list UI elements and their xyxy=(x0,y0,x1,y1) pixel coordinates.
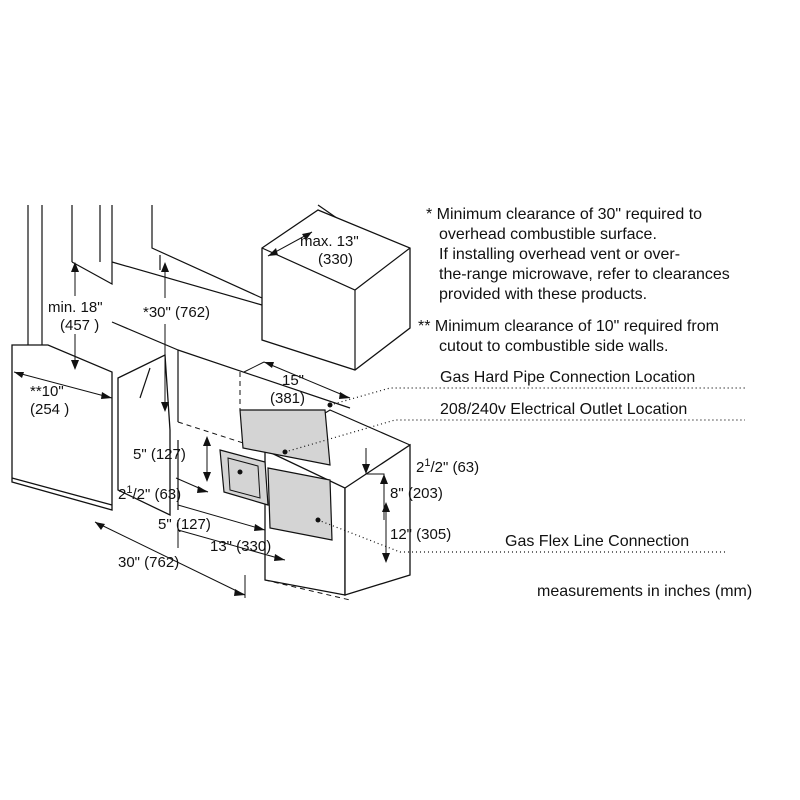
note2-line1: ** Minimum clearance of 10" required fro… xyxy=(418,318,719,335)
dim-max-13: max. 13" xyxy=(300,233,359,250)
dim-d12: 12" (305) xyxy=(390,526,451,543)
dimension-labels: max. 13" (330) min. 18" (457 ) *30" (762… xyxy=(30,233,479,571)
gas-hard-pipe-area xyxy=(239,409,331,466)
dim-half-right: 21/2" (63) xyxy=(416,457,479,476)
dim-max-13-mm: (330) xyxy=(318,251,353,268)
back-wall xyxy=(111,321,351,601)
gas-flex-line-label: Gas Flex Line Connection xyxy=(505,533,689,550)
gas-hard-pipe-label: Gas Hard Pipe Connection Location xyxy=(440,369,695,386)
note1-line5: provided with these products. xyxy=(439,286,647,303)
note1-line1: * Minimum clearance of 30" required to xyxy=(426,206,702,223)
dim-d30: 30" (762) xyxy=(118,554,179,571)
note1-line3: If installing overhead vent or over- xyxy=(439,246,680,263)
dim-clear-30: *30" (762) xyxy=(143,304,210,321)
dim-w15: 15" xyxy=(282,372,304,389)
dim-d8: 8" (203) xyxy=(390,485,443,502)
callout-leaders xyxy=(237,387,745,553)
overhead-cabinet xyxy=(111,204,411,371)
note1-line2: overhead combustible surface. xyxy=(439,226,657,243)
note1-line4: the-range microwave, refer to clearances xyxy=(439,266,730,283)
electrical-outlet-area xyxy=(219,449,269,506)
dim-side-10-mm: (254 ) xyxy=(30,401,69,418)
note2-line2: cutout to combustible side walls. xyxy=(439,338,668,355)
connection-areas xyxy=(219,409,333,541)
dim-d5-bottom: 5" (127) xyxy=(158,516,211,533)
clearance-notes: * Minimum clearance of 30" required to o… xyxy=(418,206,730,355)
gas-flex-area xyxy=(267,467,333,541)
units-note: measurements in inches (mm) xyxy=(537,583,752,600)
electrical-outlet-label: 208/240v Electrical Outlet Location xyxy=(440,401,687,418)
callout-labels: Gas Hard Pipe Connection Location 208/24… xyxy=(440,369,752,600)
dim-half-left: 21/2" (63) xyxy=(118,484,181,503)
dim-min-18-mm: (457 ) xyxy=(60,317,99,334)
left-cabinet xyxy=(11,205,113,511)
dim-min-18: min. 18" xyxy=(48,299,103,316)
dim-d13: 13" (330) xyxy=(210,538,271,555)
dim-h5: 5" (127) xyxy=(133,446,186,463)
dim-side-10: **10" xyxy=(30,383,64,400)
dim-w15-mm: (381) xyxy=(270,390,305,407)
dimension-lines xyxy=(13,231,390,598)
